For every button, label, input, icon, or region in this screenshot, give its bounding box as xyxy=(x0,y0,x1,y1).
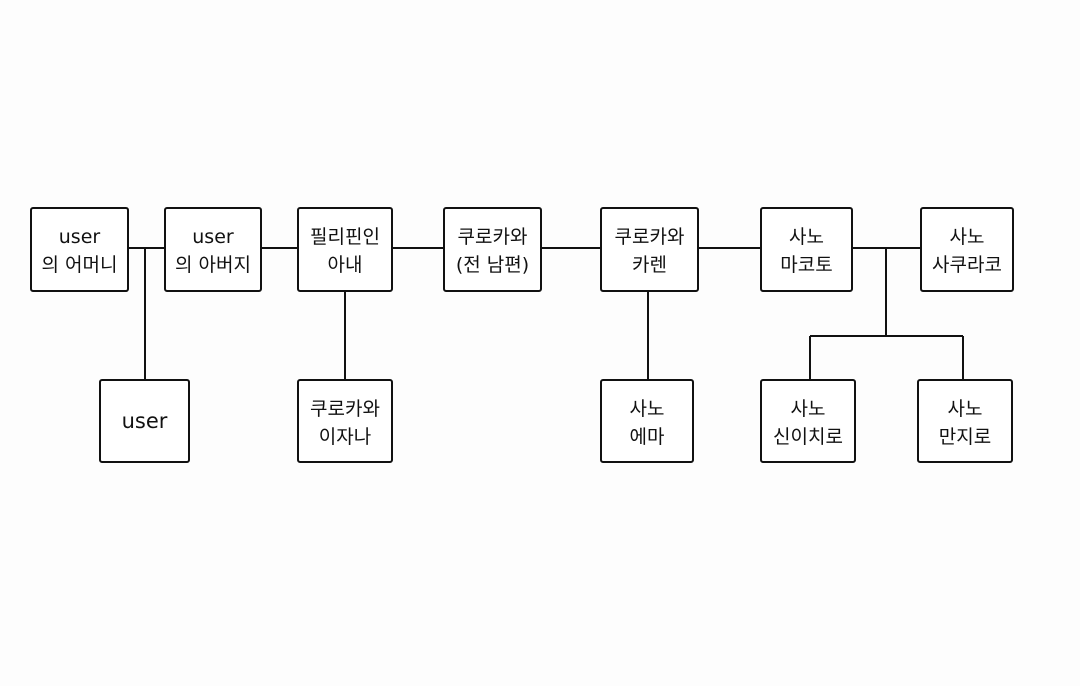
node-label-line: 필리핀인 xyxy=(310,226,380,248)
connectors xyxy=(128,247,964,380)
node-sano-emma: 사노 에마 xyxy=(600,379,694,463)
node-label-line: (전 남편) xyxy=(456,254,529,276)
node-label-line: 의 아버지 xyxy=(175,254,251,276)
node-kurokawa-izana: 쿠로카와 이자나 xyxy=(297,379,393,463)
node-label-line: 쿠로카와 xyxy=(615,226,685,248)
node-filipino-wife: 필리핀인 아내 xyxy=(297,207,393,292)
node-label-line: 사쿠라코 xyxy=(932,254,1002,276)
node-user-mother: user 의 어머니 xyxy=(30,207,129,292)
node-user-father: user 의 아버지 xyxy=(164,207,262,292)
node-label-line: 신이치로 xyxy=(773,426,843,448)
node-sano-shinichiro: 사노 신이치로 xyxy=(760,379,856,463)
node-label-line: 에마 xyxy=(630,426,665,448)
node-label-line: 의 어머니 xyxy=(42,254,118,276)
node-label-line: 이자나 xyxy=(319,426,371,448)
node-label-line: 사노 xyxy=(789,226,824,248)
node-kurokawa-ex-husband: 쿠로카와 (전 남편) xyxy=(443,207,542,292)
node-label-line: 마코토 xyxy=(780,254,832,276)
node-sano-manjiro: 사노 만지로 xyxy=(917,379,1013,463)
node-label-line: 사노 xyxy=(948,398,983,420)
node-label-line: 쿠로카와 xyxy=(310,398,380,420)
node-label-line: 아내 xyxy=(328,254,363,276)
node-label-line: 사노 xyxy=(950,226,985,248)
node-label-line: 사노 xyxy=(791,398,826,420)
node-user: user xyxy=(99,379,190,463)
node-label-line: user xyxy=(192,226,234,248)
node-label-line: 만지로 xyxy=(939,426,991,448)
node-label-line: 카렌 xyxy=(632,254,667,276)
node-label-line: 사노 xyxy=(630,398,665,420)
node-label-line: user xyxy=(59,226,101,248)
node-sano-sakurako: 사노 사쿠라코 xyxy=(920,207,1014,292)
node-label-line: user xyxy=(122,409,168,433)
node-sano-makoto: 사노 마코토 xyxy=(760,207,853,292)
node-kurokawa-karen: 쿠로카와 카렌 xyxy=(600,207,699,292)
node-label-line: 쿠로카와 xyxy=(458,226,528,248)
